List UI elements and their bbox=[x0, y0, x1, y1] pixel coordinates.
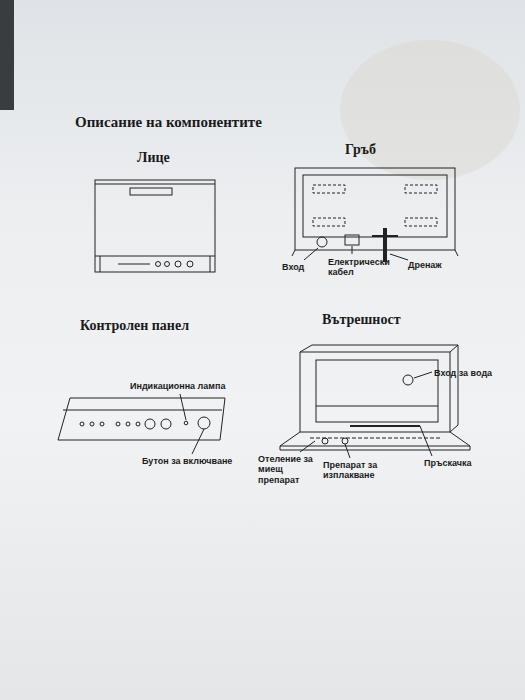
part-label: Електрически кабел bbox=[328, 257, 388, 278]
section-heading: Вътрешност bbox=[322, 312, 401, 328]
part-label: Вход bbox=[282, 262, 304, 272]
section-heading: Контролен панел bbox=[80, 318, 189, 334]
section-heading: Гръб bbox=[345, 142, 376, 158]
part-label: Препарат за изплакване bbox=[323, 460, 385, 481]
control-panel-view bbox=[58, 394, 225, 454]
part-label: Вход за вода bbox=[434, 368, 504, 378]
interior-view bbox=[280, 345, 470, 458]
dark-edge bbox=[0, 0, 14, 110]
part-label: Индикационна лампа bbox=[130, 381, 225, 391]
part-label: Пръскачка bbox=[424, 458, 472, 468]
part-label: Бутон за включване bbox=[142, 456, 232, 466]
part-label: Дренаж bbox=[408, 260, 442, 270]
page-title: Описание на компонентите bbox=[75, 114, 262, 131]
section-heading: Лице bbox=[137, 150, 170, 166]
back-view bbox=[292, 168, 458, 262]
part-label: Отеление за миещ препарат bbox=[258, 454, 320, 485]
paper-stain bbox=[340, 40, 520, 180]
front-view bbox=[95, 180, 215, 272]
